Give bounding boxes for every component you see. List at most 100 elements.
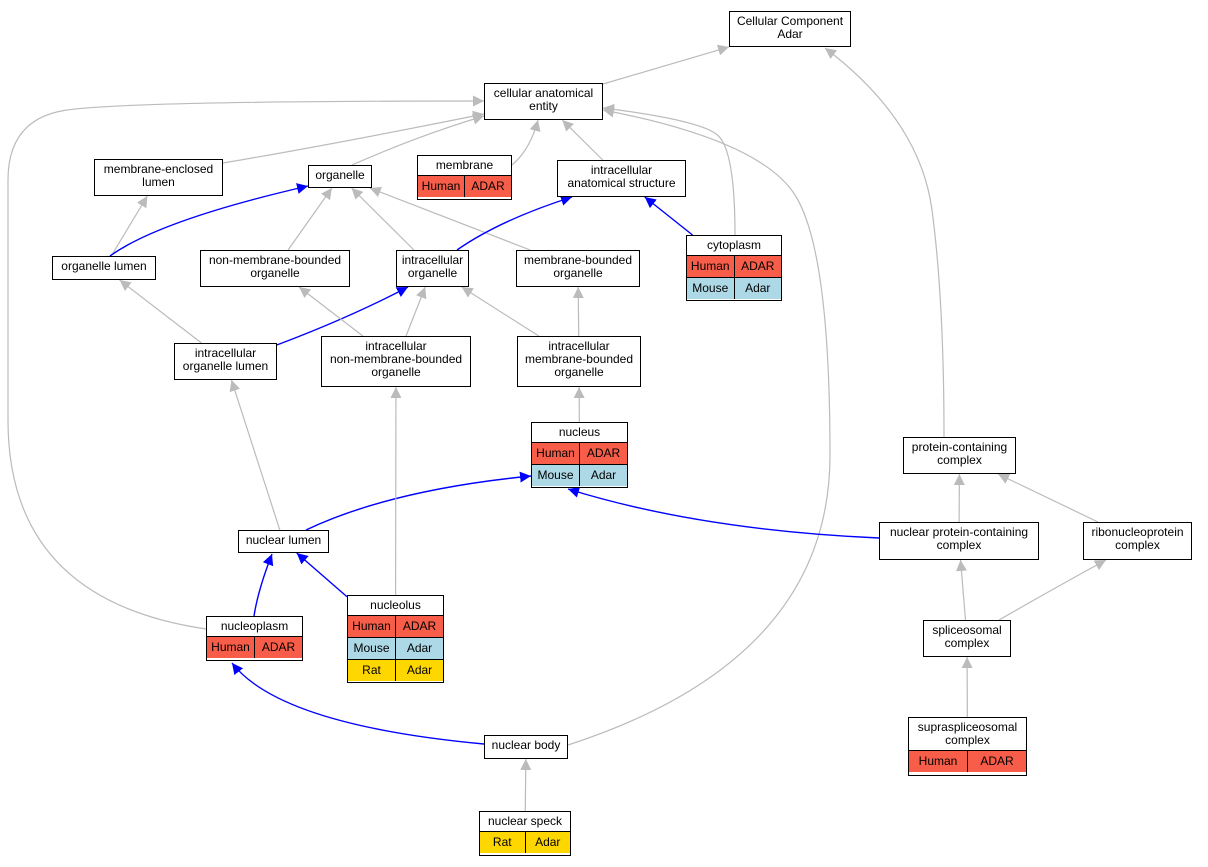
- node-nuclear-lumen[interactable]: nuclear lumen: [238, 530, 329, 553]
- edge-cytoplasm-to-cellular-anatomical-entity: [602, 103, 736, 236]
- node-membrane-enclosed-lumen[interactable]: membrane-enclosed lumen: [94, 159, 223, 196]
- node-ribonucleoprotein-complex[interactable]: ribonucleoprotein complex: [1083, 522, 1192, 560]
- node-intracellular-organelle-lumen[interactable]: intracellular organelle lumen: [174, 343, 277, 380]
- node-title: nuclear body: [491, 738, 561, 752]
- edge-spliceosomal-complex-to-ribonucleoprotein-complex: [998, 559, 1107, 621]
- edge-nucleolus-to-nuclear-lumen: [296, 552, 348, 598]
- gene-cell: Adar: [395, 660, 443, 681]
- edge-non-membrane-bounded-organelle-to-organelle: [287, 187, 333, 251]
- species-cell: Mouse: [692, 281, 729, 295]
- species-row: Rat Adar: [348, 659, 443, 681]
- node-organelle[interactable]: organelle: [308, 165, 372, 188]
- edge-nuclear-lumen-to-nucleus: [305, 471, 532, 531]
- species-cell: Human: [536, 446, 575, 460]
- edge-intracellular-non-membrane-bounded-organelle-to-intracellular-organelle: [405, 286, 427, 337]
- edge-intracellular-organelle-to-organelle: [351, 187, 415, 251]
- node-cellular-component[interactable]: Cellular Component Adar: [729, 11, 851, 47]
- node-title: supraspliceosomal complex: [917, 720, 1018, 747]
- node-title: spliceosomal complex: [932, 623, 1002, 650]
- edge-nuclear-body-to-nucleoplasm: [231, 662, 485, 745]
- edge-cellular-anatomical-entity-to-cellular-component: [602, 44, 730, 85]
- node-intracellular-organelle[interactable]: intracellular organelle: [396, 250, 469, 287]
- node-intracellular-anatomical-structure[interactable]: intracellular anatomical structure: [557, 160, 686, 197]
- node-organelle-lumen[interactable]: organelle lumen: [52, 256, 156, 280]
- node-non-membrane-bounded-organelle[interactable]: non-membrane-bounded organelle: [200, 250, 350, 287]
- edge-ribonucleoprotein-complex-to-protein-containing-complex: [997, 473, 1099, 523]
- species-cell: Human: [918, 754, 958, 768]
- edge-organelle-lumen-to-organelle: [109, 183, 309, 257]
- gene-cell: ADAR: [733, 256, 782, 277]
- edge-spliceosomal-complex-to-nuclear-protein-containing-complex: [955, 559, 967, 621]
- node-title: nucleolus: [370, 598, 421, 612]
- node-title: nucleus: [558, 425, 601, 439]
- gene-cell: Adar: [524, 832, 571, 853]
- edge-intracellular-anatomical-structure-to-cellular-anatomical-entity: [561, 119, 604, 161]
- node-title: intracellular membrane-bounded organelle: [524, 339, 634, 379]
- edges-layer: [7, 44, 1107, 812]
- node-title: Cellular Component Adar: [736, 14, 844, 41]
- gene-cell: ADAR: [579, 443, 627, 464]
- node-intracellular-membrane-bounded-organelle[interactable]: intracellular membrane-bounded organelle: [517, 336, 641, 387]
- node-title: nuclear lumen: [245, 533, 322, 547]
- species-row: Human ADAR: [532, 442, 627, 464]
- edge-intracellular-membrane-bounded-organelle-to-membrane-bounded-organelle: [572, 286, 584, 337]
- gene-cell: Adar: [395, 638, 443, 659]
- node-title: nucleoplasm: [220, 619, 289, 633]
- species-cell: Human: [421, 179, 461, 193]
- species-row: Rat Adar: [480, 831, 570, 853]
- edge-nuclear-protein-containing-complex-to-nucleus: [567, 487, 880, 539]
- gene-cell: ADAR: [254, 637, 302, 658]
- node-intracellular-non-membrane-bounded-organelle[interactable]: intracellular non-membrane-bounded organ…: [321, 336, 471, 387]
- edge-nuclear-speck-to-nuclear-body: [520, 758, 532, 812]
- node-cellular-anatomical-entity[interactable]: cellular anatomical entity: [484, 83, 603, 120]
- node-title: membrane-enclosed lumen: [103, 162, 214, 189]
- edge-membrane-enclosed-lumen-to-cellular-anatomical-entity: [222, 110, 485, 164]
- species-cell: Rat: [492, 835, 512, 849]
- node-nuclear-protein-containing-complex[interactable]: nuclear protein-containing complex: [879, 522, 1039, 560]
- node-title: intracellular non-membrane-bounded organ…: [329, 339, 463, 379]
- node-spliceosomal-complex[interactable]: spliceosomal complex: [923, 620, 1011, 657]
- node-membrane-bounded-organelle[interactable]: membrane-bounded organelle: [516, 250, 640, 287]
- gene-cell: ADAR: [464, 176, 511, 197]
- edge-membrane-to-cellular-anatomical-entity: [511, 119, 541, 166]
- gene-cell: Adar: [733, 278, 782, 299]
- node-title: non-membrane-bounded organelle: [208, 253, 342, 280]
- node-title: intracellular anatomical structure: [567, 163, 676, 190]
- node-title: intracellular organelle: [401, 253, 464, 280]
- edge-intracellular-organelle-lumen-to-organelle-lumen: [119, 279, 202, 344]
- node-title: ribonucleoprotein complex: [1091, 525, 1184, 552]
- node-title: membrane-bounded organelle: [523, 253, 633, 280]
- edge-intracellular-membrane-bounded-organelle-to-intracellular-organelle: [461, 286, 540, 337]
- edge-nucleoplasm-to-nuclear-lumen: [253, 553, 274, 617]
- node-protein-containing-complex[interactable]: protein-containing complex: [903, 437, 1016, 474]
- gene-cell: ADAR: [395, 616, 443, 637]
- edge-nucleoplasm-to-cellular-anatomical-entity: [7, 95, 485, 630]
- edge-organelle-to-cellular-anatomical-entity: [351, 113, 485, 166]
- species-cell: Mouse: [537, 468, 574, 482]
- edge-membrane-bounded-organelle-to-organelle: [369, 186, 531, 251]
- node-title: intracellular organelle lumen: [182, 346, 269, 373]
- node-title: nuclear protein-containing complex: [889, 525, 1029, 552]
- node-nuclear-body[interactable]: nuclear body: [484, 735, 568, 759]
- edge-intracellular-non-membrane-bounded-organelle-to-non-membrane-bounded-organelle: [298, 286, 364, 337]
- edge-cytoplasm-to-intracellular-anatomical-structure: [644, 196, 693, 236]
- edge-nuclear-lumen-to-intracellular-organelle-lumen: [229, 379, 281, 531]
- node-title: organelle: [315, 168, 365, 182]
- species-cell: Rat: [362, 663, 381, 677]
- species-row: Mouse Adar: [687, 277, 781, 299]
- edge-protein-containing-complex-to-cellular-component: [824, 47, 945, 438]
- species-cell: Human: [690, 259, 730, 273]
